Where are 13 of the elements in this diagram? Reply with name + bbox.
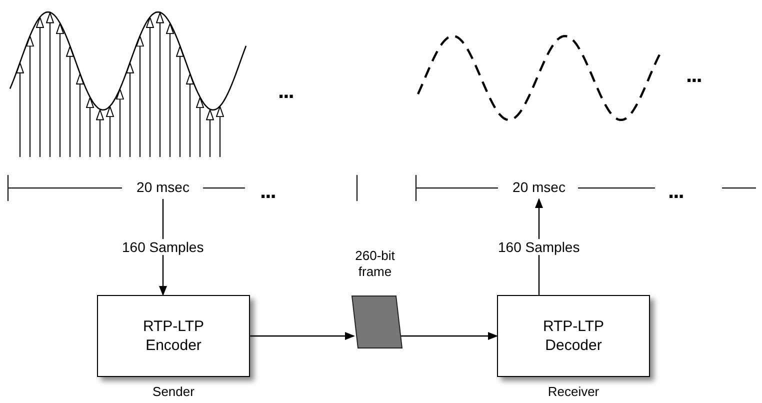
- process-box: RTP-LTP Decoder: [497, 295, 650, 377]
- ellipsis-mark: ...: [668, 178, 684, 204]
- arrow: [250, 332, 355, 340]
- edge-label: 160 Samples: [498, 239, 580, 255]
- arrow: [401, 332, 498, 340]
- node-label: Receiver: [546, 384, 600, 399]
- process-box: RTP-LTP Encoder: [97, 295, 250, 377]
- node-label: Sender: [152, 384, 196, 399]
- ellipsis-mark: ...: [686, 62, 702, 88]
- ellipsis-mark: ...: [278, 78, 294, 104]
- frame-label: 260-bit frame: [354, 248, 396, 280]
- edge-label: 160 Samples: [122, 239, 204, 255]
- ellipsis-mark: ...: [260, 178, 276, 204]
